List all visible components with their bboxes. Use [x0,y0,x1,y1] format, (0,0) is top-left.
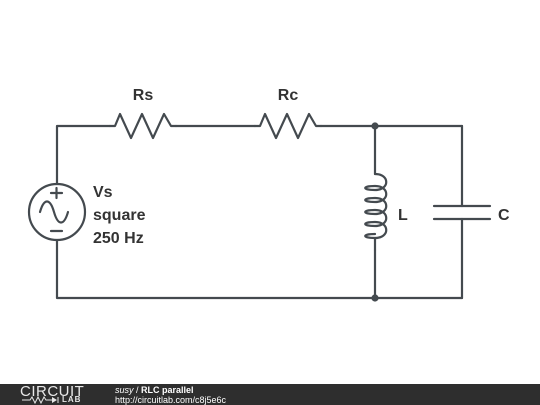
circuit-info: susy / RLC parallel http://circuitlab.co… [115,385,226,405]
wire-top-left [55,124,112,186]
logo-text-lab: LAB [62,395,82,404]
wire-bottom [55,238,464,300]
label-rs: Rs [133,87,154,104]
circuit-diagram: Rs Rc Vs square 250 Hz L C [27,87,510,302]
logo-text-circuit: CIRCUIT [20,383,85,400]
resistor-rc [253,112,323,140]
logo-resistor-icon [22,396,59,404]
label-source-freq: 250 Hz [93,230,144,247]
label-source-name: Vs [93,184,113,201]
sine-wave-icon [38,200,70,224]
junction-node-top [371,122,379,130]
label-rc: Rc [278,87,299,104]
junction-node-bottom [371,294,379,302]
author-name[interactable]: susy [115,385,134,395]
label-inductor: L [398,207,408,224]
footer-bar: CIRCUIT LAB susy / RLC parallel http://c… [0,383,540,405]
resistor-rs [108,112,178,140]
label-capacitor: C [498,207,510,224]
circuit-url[interactable]: http://circuitlab.com/c8j5e6c [115,395,227,405]
voltage-source [27,182,87,242]
circuit-title[interactable]: RLC parallel [141,385,194,395]
inductor-coil [364,172,388,240]
label-source-wave: square [93,207,146,224]
circuitlab-logo[interactable]: CIRCUIT LAB [14,383,94,405]
path-separator: / [133,385,142,395]
